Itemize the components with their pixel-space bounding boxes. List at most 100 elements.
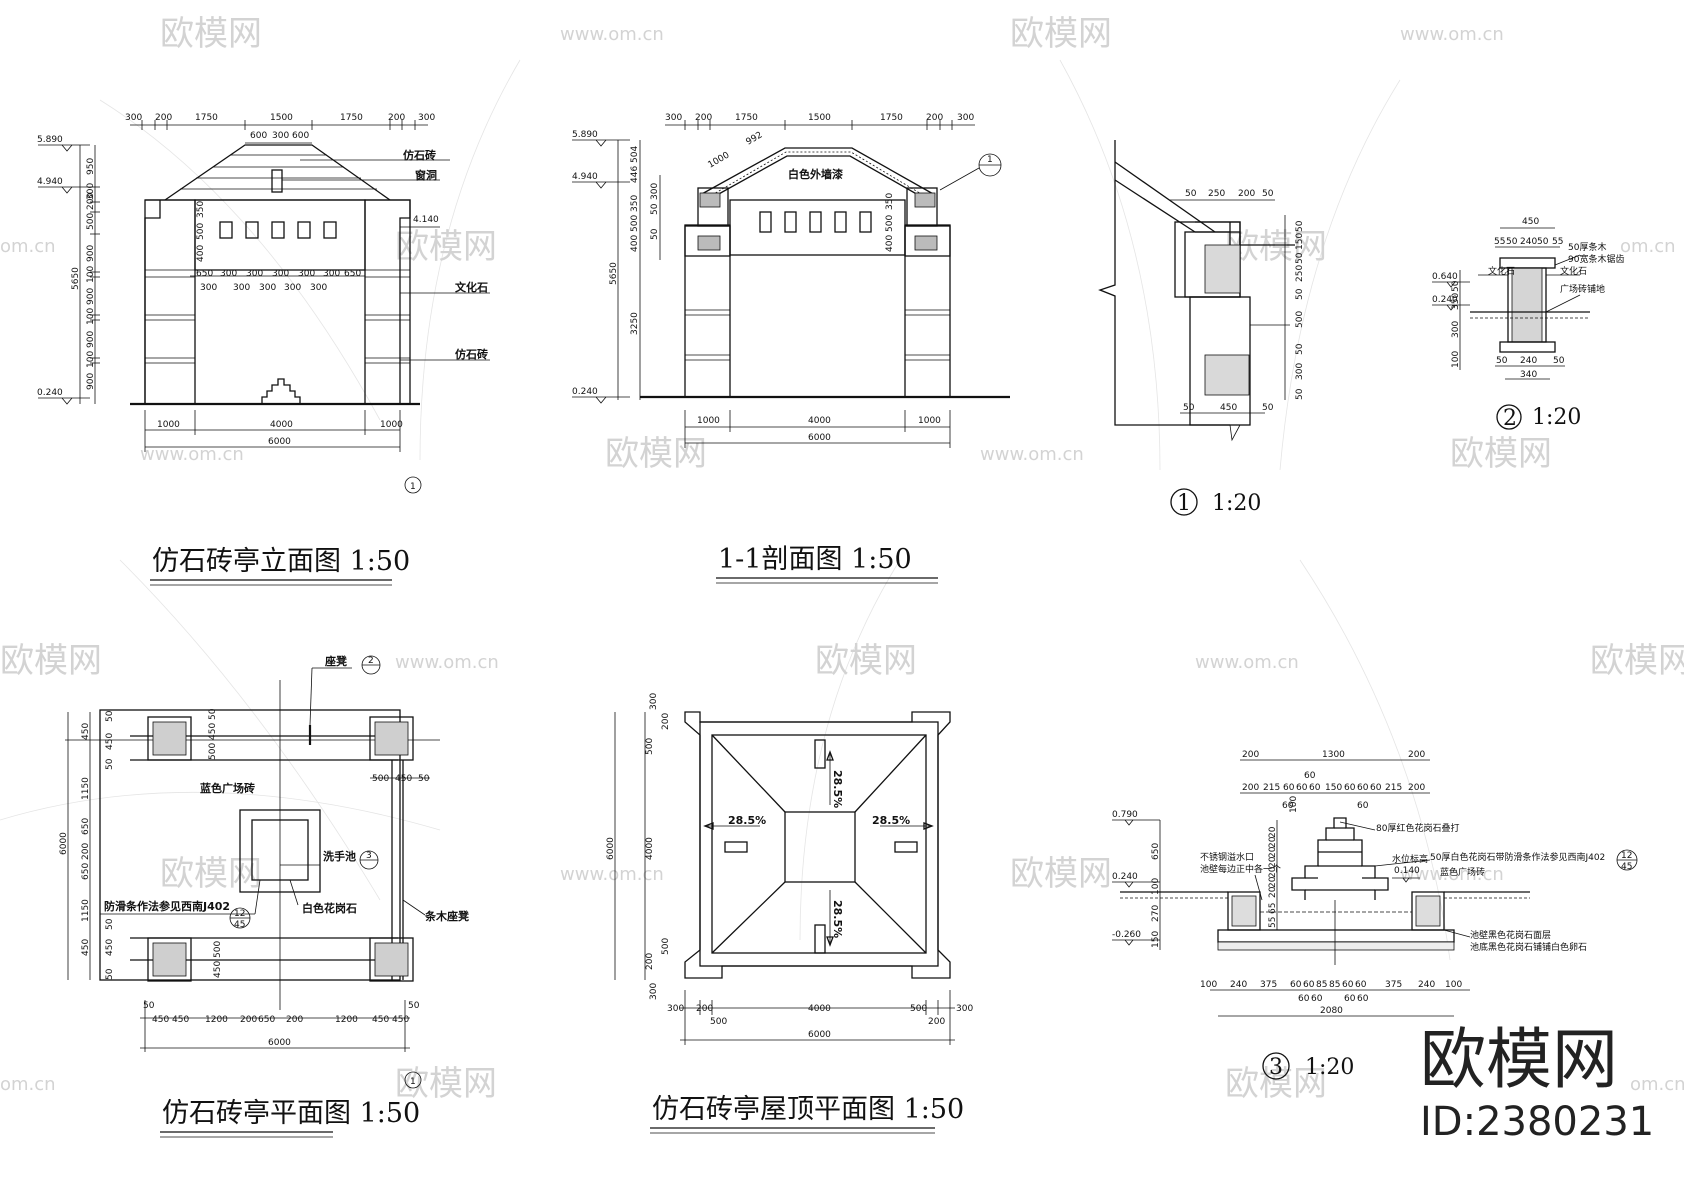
plan-inner-dim: 500 — [208, 743, 218, 760]
watermark-brand: 欧模网 — [1450, 434, 1552, 474]
roof-left-dim: 300 — [649, 693, 659, 710]
d3-top-dim2: 60 — [1283, 783, 1295, 793]
sec-label: 白色外墙漆 — [788, 167, 843, 181]
sec-inner-dim: 400 — [885, 235, 895, 252]
d3-bottom-dim: 100 — [1445, 980, 1462, 990]
sec-top-dim: 300 — [957, 113, 974, 123]
brand-block: 欧模网 ID:2380231 — [1420, 1021, 1654, 1145]
plan-label-granite: 白色花岗石 — [302, 901, 357, 915]
elev-window-dim2: 300 — [310, 283, 327, 293]
sec-left-dim: 50 — [650, 228, 660, 240]
plan-bottom-dim: 450 — [392, 1015, 409, 1025]
d1-right-dim: 50 — [1295, 388, 1305, 400]
plan-left-dim: 450 — [105, 733, 115, 750]
elev-bottom-dim: 4000 — [270, 420, 293, 430]
roof-slope-right: 28.5% — [872, 814, 910, 827]
d3-ref-top: 12 — [1621, 851, 1632, 861]
watermark-site: www.om.cn — [560, 864, 664, 885]
roof-bottom-dim: 500 — [710, 1017, 727, 1027]
watermark-brand: 欧模网 — [1010, 14, 1112, 54]
roof-left-dim: 200 — [661, 713, 671, 730]
elev-left-dim: 300 — [86, 183, 96, 200]
d3-stack-dim: 20 — [1268, 876, 1278, 888]
d3-stack-dim: 20 — [1268, 846, 1278, 858]
roof-left-dim: 500 — [645, 738, 655, 755]
sec-top-dim: 200 — [695, 113, 712, 123]
plan-label-bench: 条木座凳 — [424, 909, 470, 923]
elev-left-dim: 100 — [86, 308, 96, 325]
d1-right-dim: 50 — [1295, 288, 1305, 300]
elev-left-dim: 900 — [86, 373, 96, 390]
watermark-brand: 欧模网 — [815, 641, 917, 681]
sec-top-dim: 1750 — [880, 113, 903, 123]
sec-left-dim: 500 — [630, 215, 640, 232]
plan-left-dim: 450 — [81, 723, 91, 740]
elev-top-dim: 1500 — [270, 113, 293, 123]
watermark-brand: 欧模网 — [0, 641, 102, 681]
d3-stack-dim: 55 — [1268, 917, 1278, 928]
d3-bottom-dim: 375 — [1260, 980, 1277, 990]
watermark-brand: 欧模网 — [1590, 641, 1684, 681]
d1-top-dim: 50 — [1185, 189, 1197, 199]
d3-left-dim: 270 — [1151, 905, 1161, 922]
watermark-brand: 欧模网 — [395, 1064, 497, 1104]
roof-left-dim: 4000 — [645, 837, 655, 860]
plan-inner-dim: 50 — [208, 708, 218, 720]
roof-bottom-dim: 300 — [956, 1004, 973, 1014]
sec-bottom-total: 6000 — [808, 433, 831, 443]
d3-bottom-dim: 60 — [1290, 980, 1302, 990]
d3-top-dim2: 60 — [1296, 783, 1308, 793]
roof-left-dim: 300 — [649, 983, 659, 1000]
detail2-drawing: 450 55 50 240 50 55 0.640 0.240 50 350 3… — [1432, 217, 1624, 431]
d3-label: 蓝色广场砖 — [1440, 866, 1485, 878]
plan-left-dim: 450 — [105, 939, 115, 956]
elev-top-dim: 300 — [125, 113, 142, 123]
sec-left-dim: 400 — [630, 235, 640, 252]
sec-bottom-dim: 4000 — [808, 416, 831, 426]
plan-mark: 1 — [410, 1077, 416, 1087]
plan-bottom-dim: 1200 — [335, 1015, 358, 1025]
elev-top-dim: 200 — [388, 113, 405, 123]
d3-top-dim3: 60 — [1282, 801, 1294, 811]
elev-mark: 1 — [410, 482, 416, 492]
d3-top-dim3: 60 — [1357, 801, 1369, 811]
sec-top-dim: 200 — [926, 113, 943, 123]
plan-drawing: 6000 50 450 450 50 1150 650 200 650 1150… — [59, 654, 470, 1138]
d3-bottom-dim: 60 — [1342, 980, 1354, 990]
roof-bottom-dim: 200 — [696, 1004, 713, 1014]
d3-water: 水位标高 — [1392, 853, 1428, 865]
sec-top-dim: 300 — [665, 113, 682, 123]
watermark-site-short: om.cn — [0, 236, 56, 257]
elev-left-dim: 900 — [86, 331, 96, 348]
detail1-drawing: 50 250 200 50 50 150 50 250 50 500 50 30… — [1098, 140, 1305, 516]
watermark-site: www.om.cn — [395, 652, 499, 673]
elev-inner-dim: 400 — [196, 245, 206, 262]
roof-slope-top: 28.5% — [831, 770, 844, 808]
d2-bottom-dim: 50 — [1496, 356, 1508, 366]
roof-left-dim: 500 — [661, 938, 671, 955]
detail3-number: 3 — [1269, 1055, 1283, 1080]
elev-label: 文化石 — [455, 280, 488, 294]
roof-bottom-dim: 300 — [667, 1004, 684, 1014]
sec-slope-dim: 1000 — [707, 150, 732, 170]
plan-left-dim: 650 — [81, 818, 91, 835]
d3-bottom-dim: 85 — [1329, 980, 1340, 990]
elev-label: 窗洞 — [415, 168, 437, 182]
watermark-brand: 欧模网 — [395, 227, 497, 267]
elev-window-dim: 300 — [246, 269, 263, 279]
elev-level: 0.240 — [37, 388, 63, 398]
d2-label: 文化石 — [1488, 265, 1515, 277]
plan-right-dim: 450 — [395, 774, 412, 784]
d1-right-dim: 150 — [1295, 233, 1305, 250]
roof-bottom-dim: 4000 — [808, 1004, 831, 1014]
d2-bottom-dim: 240 — [1520, 356, 1537, 366]
d2-top-dim: 450 — [1522, 217, 1539, 227]
plan-bottom-dim: 450 — [372, 1015, 389, 1025]
d2-top-dim2: 50 — [1506, 237, 1518, 247]
d3-bottom-dim: 60 — [1355, 980, 1367, 990]
roof-bottom-dim: 500 — [910, 1004, 927, 1014]
sec-top-dim: 1500 — [808, 113, 831, 123]
plan-callout-sink: 3 — [366, 851, 372, 861]
d3-top-dim: 1300 — [1322, 750, 1345, 760]
